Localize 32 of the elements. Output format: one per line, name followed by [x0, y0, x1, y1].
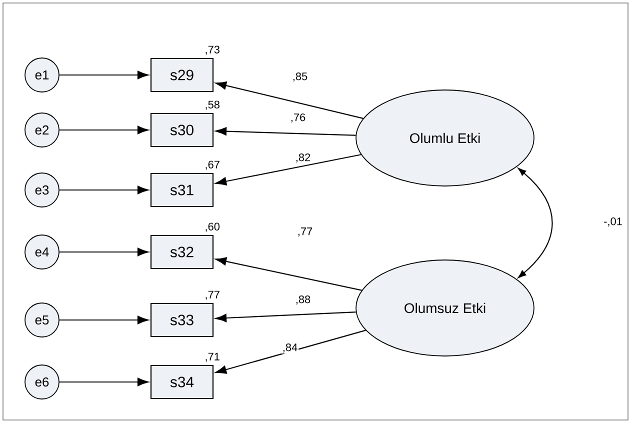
value-label: ,71: [206, 352, 220, 362]
arrow: [215, 154, 362, 186]
arrow: [215, 257, 362, 291]
arrow: [59, 316, 149, 324]
indicator-box: s33: [150, 302, 214, 338]
value-label: ,58: [206, 100, 220, 110]
edge-label: ,76: [289, 112, 307, 124]
indicator-box: s30: [150, 112, 214, 148]
arrow: [59, 378, 149, 386]
value-label: ,73: [206, 46, 220, 55]
arrow: [215, 127, 356, 136]
arrow: [518, 168, 553, 278]
edge-label: ,77: [296, 226, 314, 238]
arrow: [215, 81, 364, 119]
value-label: ,60: [206, 222, 220, 232]
edge-label: ,84: [281, 342, 299, 354]
edge-label: ,82: [294, 152, 312, 164]
value-label: ,77: [206, 290, 220, 300]
value-label: ,67: [206, 160, 220, 170]
indicator-box: s32: [150, 234, 214, 270]
arrow: [59, 186, 149, 194]
edge-label: ,85: [291, 71, 309, 83]
arrow: [59, 70, 149, 80]
indicator-box: s29: [150, 58, 214, 92]
arrow: [59, 248, 149, 256]
indicator-box: s31: [150, 172, 214, 208]
arrow: [59, 126, 149, 134]
arrow: [215, 312, 356, 322]
indicator-box: s34: [150, 364, 214, 400]
edge-label: ,88: [294, 294, 312, 306]
edge-label: -,01: [602, 216, 624, 228]
arrow: [215, 330, 366, 374]
